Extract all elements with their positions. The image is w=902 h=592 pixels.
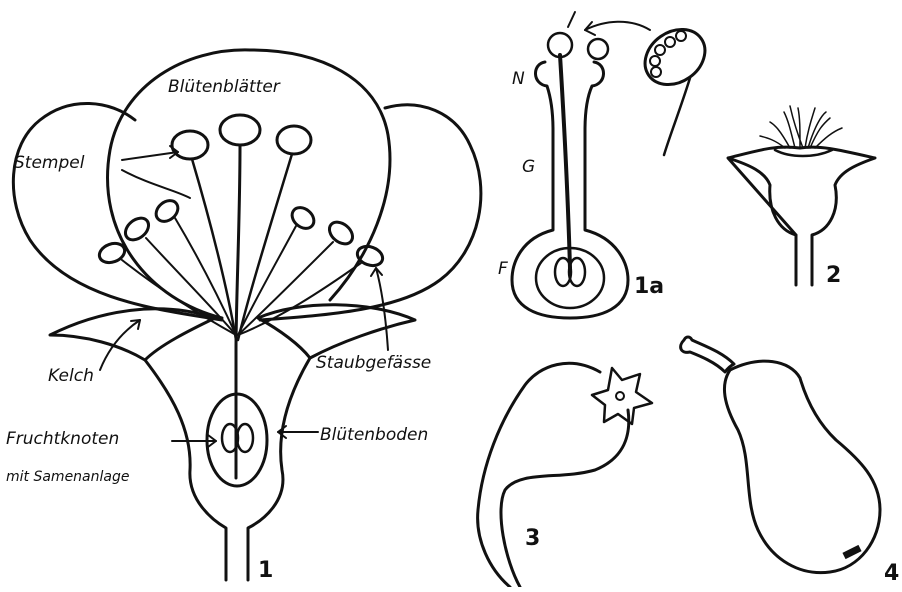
figure-number-1a: 1a (634, 274, 664, 299)
label-ovary: Fruchtknoten (6, 429, 119, 449)
pear-body (724, 361, 880, 572)
pollen-grain-2 (588, 39, 608, 59)
label-stigma: N (512, 69, 525, 89)
figure-number-3: 3 (525, 526, 540, 551)
anther (288, 203, 318, 232)
pollen (655, 45, 665, 55)
figure-number-2: 2 (826, 263, 841, 288)
pollen (665, 37, 675, 47)
figure-number-1: 1 (258, 558, 273, 583)
label-style: G (522, 157, 535, 177)
pollination-arrow (585, 22, 650, 30)
pollen (676, 31, 686, 41)
fig2-rim (775, 150, 832, 156)
figure-3-fruit: 3 (478, 363, 652, 587)
ovule-right (237, 424, 253, 452)
pollen (650, 56, 660, 66)
stamens-left (97, 196, 236, 335)
label-pistil: Stempel (14, 153, 85, 173)
pear-blossom-end (844, 548, 860, 556)
receptacle-cup-right (248, 358, 310, 580)
arrow-calyx (100, 320, 140, 370)
label-petals: Blütenblätter (168, 77, 281, 97)
label-calyx: Kelch (48, 366, 94, 386)
fig3-flower-remnant (592, 368, 652, 424)
stigma-left (172, 131, 208, 159)
label-ovary-detail: F (498, 259, 508, 279)
anther-detail (634, 18, 715, 96)
pollen (651, 67, 661, 77)
calyx-left (50, 309, 215, 360)
fig2-cup (728, 147, 875, 285)
stamen-threads (760, 106, 842, 148)
pollen-tube (560, 55, 570, 268)
label-stamens: Staubgefässe (316, 353, 431, 373)
figure-2-flower: 2 (728, 106, 875, 288)
figure-4-pear: 4 (681, 337, 900, 586)
stigma-center (220, 115, 260, 145)
fig3-center (616, 392, 624, 400)
fig2-stamens (760, 106, 842, 148)
stigma-tick (568, 12, 575, 27)
figure-number-4: 4 (884, 561, 899, 586)
figure-1-flower: Blütenblätter Stempel Kelch Staubgefässe… (6, 50, 481, 583)
arrow-pistil-2 (122, 170, 190, 198)
pear-stem (681, 337, 734, 372)
pollen-cluster (650, 31, 686, 77)
label-ovary-sub: mit Samenanlage (6, 469, 129, 485)
stigma-right (277, 126, 311, 154)
anther-filament (664, 78, 690, 155)
label-receptacle: Blütenboden (320, 425, 428, 445)
petal-left (13, 103, 222, 320)
figure-1a-pistil-detail: N G F 1a (498, 12, 716, 318)
fig3-fruit-body-2 (501, 410, 629, 587)
